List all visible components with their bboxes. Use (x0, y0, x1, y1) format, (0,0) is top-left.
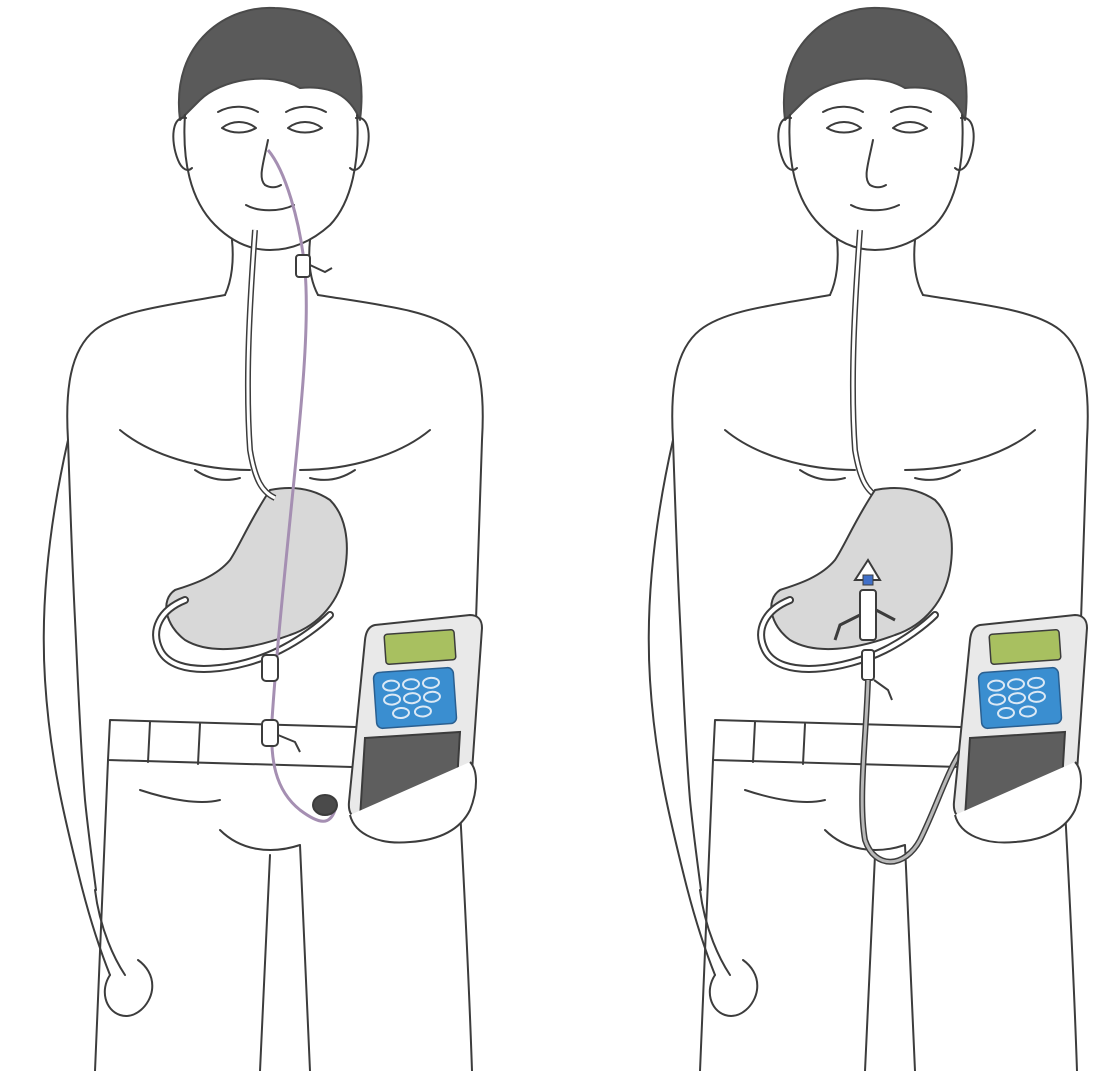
head-outline (184, 115, 357, 250)
right-eye (288, 122, 322, 133)
head-outline (789, 115, 962, 250)
left-hand (105, 960, 152, 1016)
right-eye (893, 122, 927, 133)
nose (867, 140, 886, 187)
left-arm (44, 440, 110, 975)
left-hand (710, 960, 757, 1016)
figure-abdominal-svg (550, 0, 1099, 1071)
figure-abdominal-tube (550, 0, 1099, 1071)
feeding-pump (954, 615, 1087, 843)
right-ear (350, 118, 369, 170)
right-ear (955, 118, 974, 170)
hair (179, 8, 362, 120)
left-eye (222, 122, 256, 133)
hair (784, 8, 967, 120)
neck (830, 240, 923, 295)
clamp-icon (296, 255, 332, 277)
feeding-pump (349, 615, 482, 843)
figure-nasal-tube (0, 0, 549, 1071)
feeding-tube (268, 150, 335, 821)
mouth (851, 205, 899, 210)
figure-nasal-svg (0, 0, 549, 1071)
left-arm (649, 440, 715, 975)
left-ear (173, 118, 192, 170)
left-ear (778, 118, 797, 170)
left-eye (827, 122, 861, 133)
mouth (246, 205, 294, 210)
